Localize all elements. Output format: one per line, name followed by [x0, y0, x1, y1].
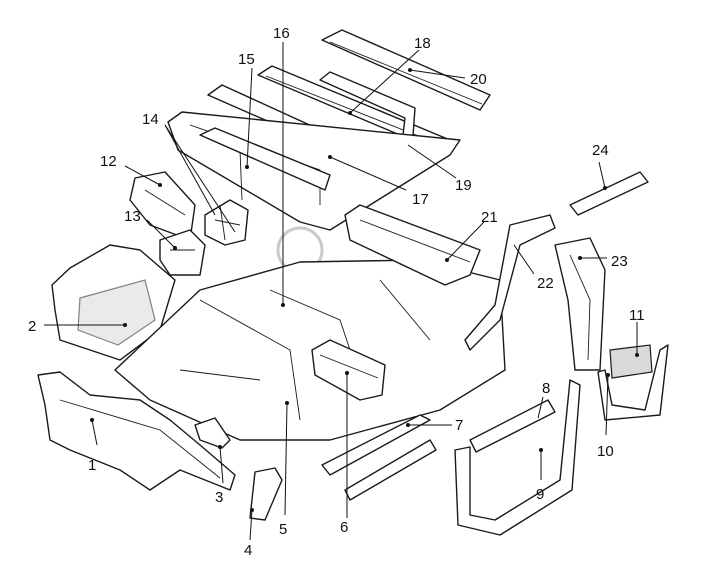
label-10: 10 [597, 443, 614, 460]
part-2-rear-floor [51, 244, 176, 361]
label-8: 8 [542, 380, 550, 397]
part-1-crossmember [37, 371, 236, 491]
label-13: 13 [124, 208, 141, 225]
part-5-main-floor [114, 259, 506, 441]
part-12-side-panel [129, 171, 196, 241]
leader-dots [90, 68, 639, 512]
label-21: 21 [481, 209, 498, 226]
part-4-bracket [249, 467, 283, 521]
part-22-pillar [464, 214, 556, 351]
part-20-roof-bow [321, 29, 491, 111]
part-14-bracket [204, 199, 249, 246]
label-5: 5 [279, 521, 287, 538]
label-16: 16 [273, 25, 290, 42]
part-9-sill [454, 379, 581, 536]
label-22: 22 [537, 275, 554, 292]
label-6: 6 [340, 519, 348, 536]
callout-labels: 1 2 3 4 5 6 7 8 9 10 11 12 13 14 15 16 1… [28, 25, 645, 559]
part-8-sill-trim [469, 399, 556, 453]
label-23: 23 [611, 253, 628, 270]
label-18: 18 [414, 35, 431, 52]
part-6-seat-bracket [311, 339, 386, 401]
part-13-bracket [159, 229, 206, 276]
label-1: 1 [88, 457, 96, 474]
label-19: 19 [455, 177, 472, 194]
label-7: 7 [455, 417, 463, 434]
label-2: 2 [28, 318, 36, 335]
part-7-rocker [321, 414, 437, 501]
label-15: 15 [238, 51, 255, 68]
part-11-bracket [609, 344, 653, 379]
label-20: 20 [470, 71, 487, 88]
part-3-bracket [194, 417, 231, 449]
label-24: 24 [592, 142, 609, 159]
label-14: 14 [142, 111, 159, 128]
label-3: 3 [215, 489, 223, 506]
part-23-b-pillar [554, 237, 606, 371]
label-12: 12 [100, 153, 117, 170]
label-9: 9 [536, 486, 544, 503]
part-24-upper-rail [569, 171, 649, 216]
leader-lines [44, 42, 638, 541]
label-17: 17 [412, 191, 429, 208]
label-4: 4 [244, 542, 252, 559]
label-11: 11 [629, 307, 645, 324]
